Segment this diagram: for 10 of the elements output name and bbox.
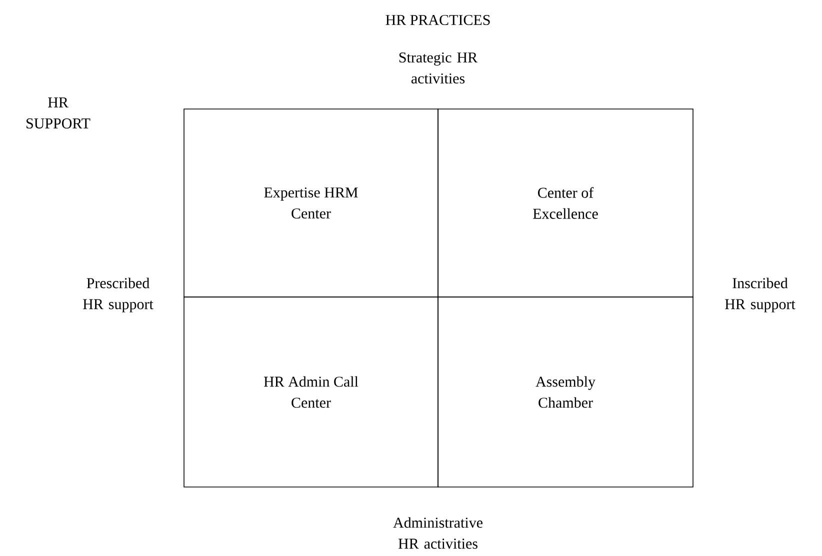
quadrant-box: HR Admin Call Center xyxy=(184,296,438,488)
axis-label: Administrative HR activities xyxy=(393,517,482,549)
quadrant-box: Center of Excellence xyxy=(438,108,694,298)
title: HR PRACTICES xyxy=(386,14,490,26)
axis-label: HR SUPPORT xyxy=(26,98,90,128)
axis-label: Inscribed HR support xyxy=(725,278,796,312)
axis-label: Prescribed HR support xyxy=(83,278,154,312)
axis-label: Strategic HR activities xyxy=(399,52,478,84)
quadrant-box: Assembly Chamber xyxy=(438,296,694,488)
quadrant-box: Expertise HRM Center xyxy=(184,108,438,298)
